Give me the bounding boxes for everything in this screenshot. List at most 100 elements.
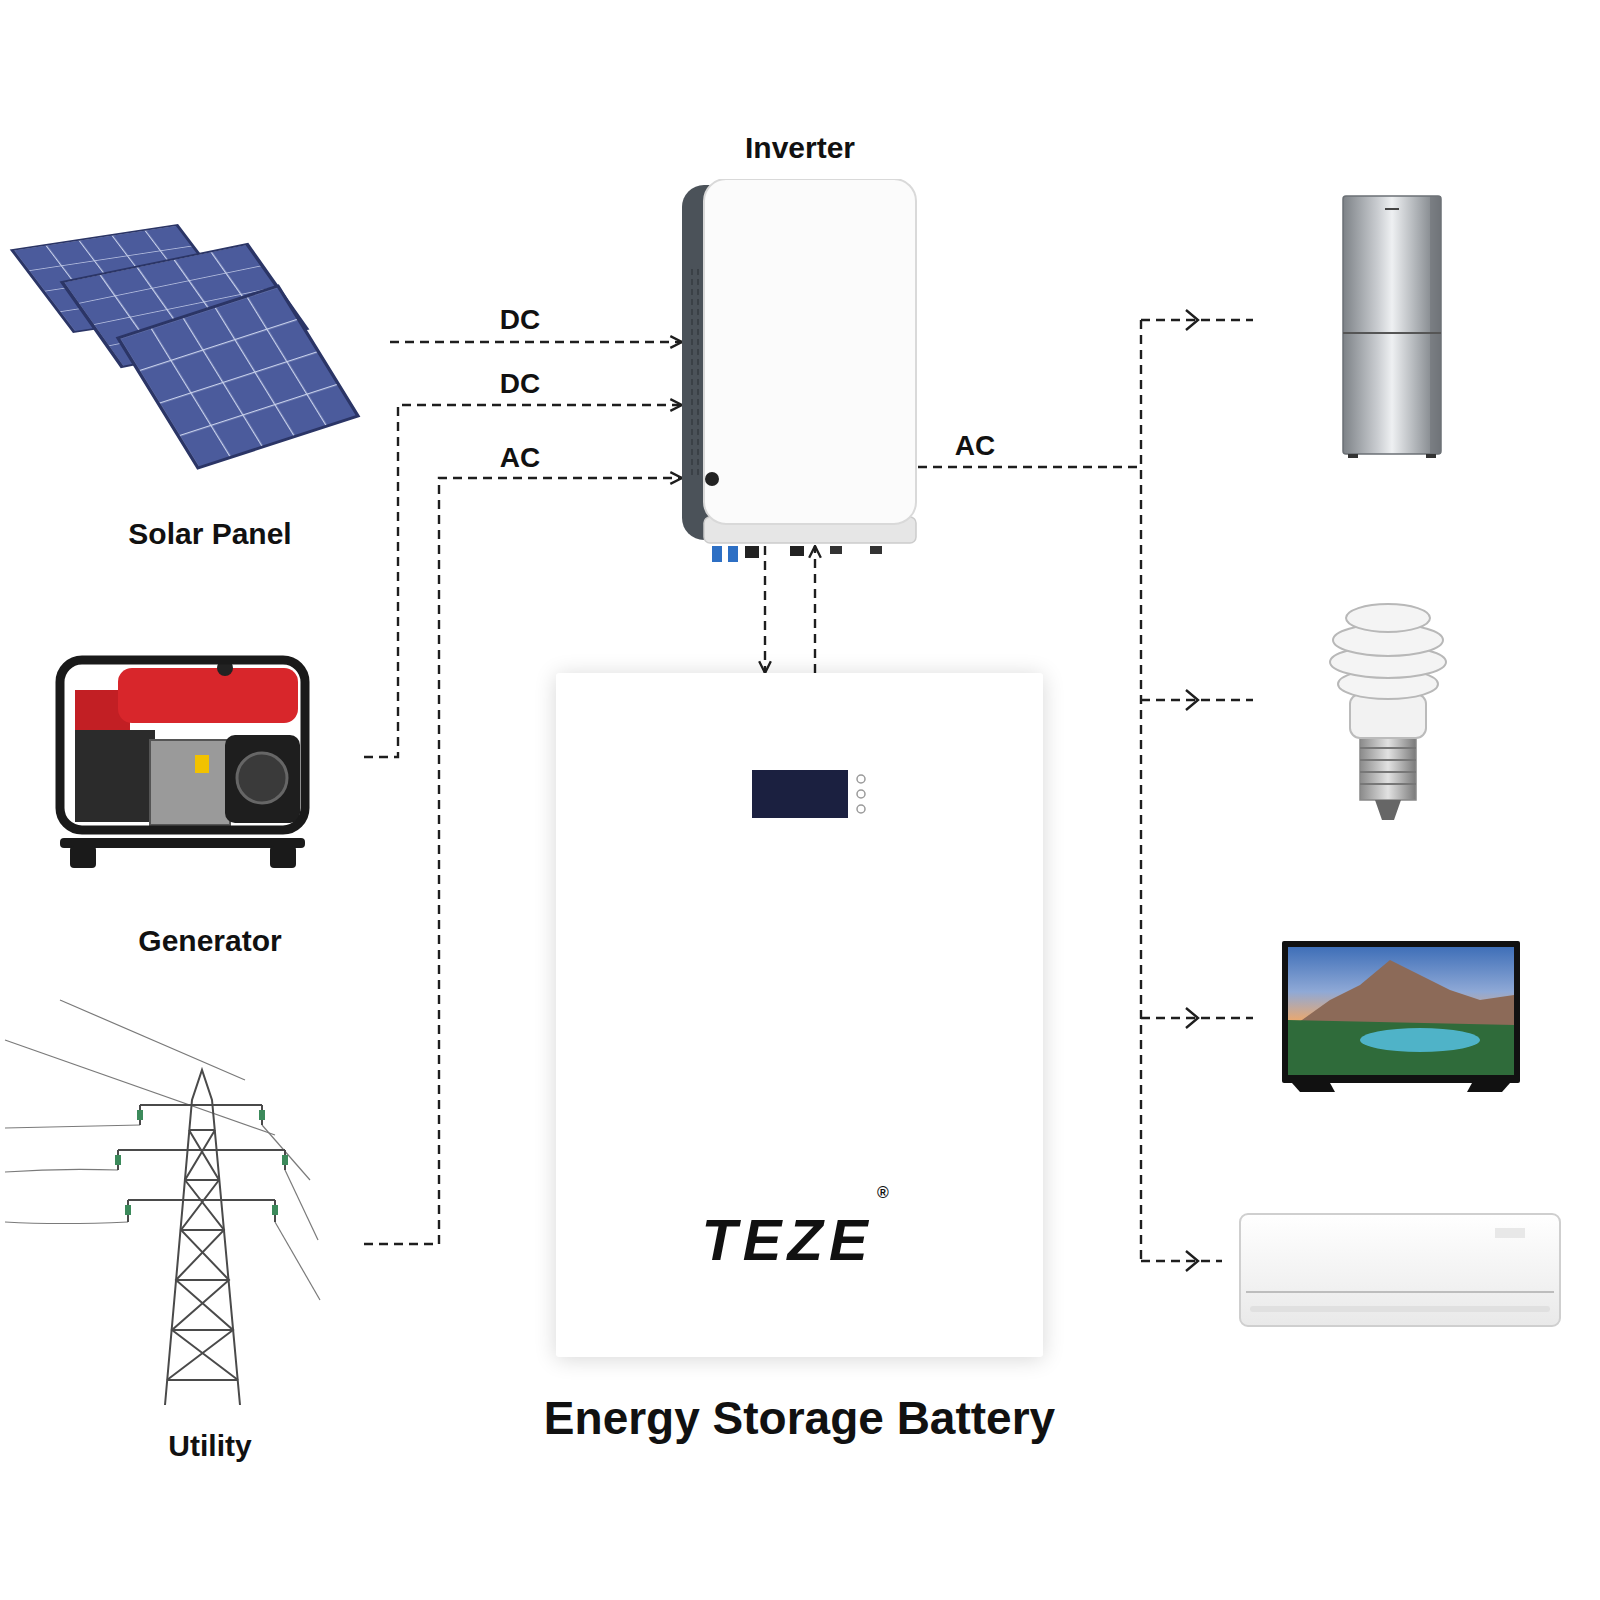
battery-caption: Energy Storage Battery — [544, 1391, 1055, 1445]
bulb-icon-part — [1350, 694, 1426, 738]
power-pylon-part — [5, 1000, 320, 1300]
fridge-icon-part — [1426, 454, 1436, 458]
fridge-icon — [1343, 196, 1441, 458]
battery-panel-part — [857, 805, 865, 813]
inverter-ports-part — [830, 546, 842, 554]
generator-illustration-part — [60, 660, 305, 830]
generator-illustration-part — [237, 753, 287, 803]
air-conditioner-icon-part — [1250, 1306, 1550, 1312]
air-conditioner-icon-part — [1240, 1214, 1560, 1326]
power-pylon-part-part — [60, 1000, 245, 1080]
inverter-ports — [712, 546, 882, 562]
tv-icon-part — [1282, 941, 1520, 1083]
power-pylon-part — [118, 1070, 285, 1405]
battery-node: TEZEEnergy Storage Battery — [556, 673, 1043, 1357]
generator-illustration — [60, 660, 305, 868]
power-pylon-part-part — [172, 1130, 238, 1380]
output-ac-label-holder: AC — [951, 431, 999, 462]
dashed-connector — [764, 546, 766, 673]
power-pylon-part-part — [282, 1155, 288, 1165]
inverter-body — [682, 179, 918, 546]
fridge-icon-part — [1348, 454, 1358, 458]
generator-node: Generator — [40, 640, 364, 960]
battery-panel-part — [857, 790, 865, 798]
air-conditioner-icon — [1240, 1214, 1560, 1326]
power-pylon-part-part — [165, 1070, 240, 1405]
edge-label-holder: AC — [496, 443, 544, 474]
power-pylon — [5, 1000, 320, 1405]
fridge-icon-part — [1343, 196, 1441, 454]
solar-panels-part — [118, 286, 358, 468]
node-label: Generator — [138, 924, 281, 958]
power-pylon-part-part — [118, 1105, 285, 1222]
power-pylon-part-part — [137, 1110, 143, 1120]
power-pylon-part-part — [115, 1155, 121, 1165]
tv-icon-part — [1292, 1083, 1335, 1092]
power-pylon-part-part — [5, 1222, 128, 1224]
fridge-icon-part — [1430, 196, 1441, 454]
power-pylon-part — [115, 1110, 288, 1215]
node-title: Inverter — [745, 131, 855, 165]
inverter-node: Inverter — [682, 179, 918, 546]
output-ac-label: AC — [951, 431, 999, 462]
generator-illustration-part — [225, 735, 300, 823]
power-pylon-part-part — [259, 1110, 265, 1120]
bulb-icon-part — [1346, 604, 1430, 632]
utility-node: Utility — [20, 1005, 364, 1465]
bulb-icon-part — [1360, 748, 1416, 784]
inverter-ports-part — [712, 546, 722, 562]
power-pylon-part-part — [275, 1222, 320, 1300]
dashed-connector — [390, 341, 682, 343]
power-pylon-part-part — [118, 1105, 285, 1200]
bulb-icon-part — [1375, 800, 1401, 820]
power-pylon-part-part — [5, 1169, 118, 1172]
solar-panel-node: Solar Panel — [10, 215, 390, 560]
generator-illustration-part — [75, 730, 155, 822]
power-pylon-part-part — [272, 1205, 278, 1215]
air-conditioner-icon-part — [1246, 1291, 1554, 1293]
inverter-body-part — [705, 472, 719, 486]
bulb-icon — [1330, 604, 1446, 820]
power-pylon-part-part — [5, 1125, 140, 1128]
edge-label: DC — [496, 305, 544, 336]
air-conditioner-icon-part — [1495, 1228, 1525, 1238]
tv-icon-part — [1360, 1028, 1480, 1052]
inverter-ports-part — [870, 546, 882, 554]
inverter-body-part — [692, 269, 698, 479]
dashed-connector — [814, 546, 816, 673]
ac-output-wiring-part — [1186, 310, 1198, 1271]
fridge-icon-part — [1385, 208, 1399, 210]
tv-icon-part — [1288, 1020, 1514, 1075]
inverter-ports-part — [728, 546, 738, 562]
battery-panel-part — [857, 775, 865, 783]
fridge-icon-part — [1343, 332, 1441, 334]
power-pylon-part-part — [167, 1130, 238, 1380]
power-pylon-part-part — [167, 1130, 233, 1380]
brand-logo: TEZE — [701, 1207, 873, 1273]
generator-illustration-part — [270, 846, 296, 868]
inverter-ports-part — [790, 546, 804, 556]
bulb-icon-part — [1360, 736, 1416, 800]
inverter-body-part — [704, 179, 916, 524]
edge-label: AC — [496, 443, 544, 474]
battery-panel-part — [752, 770, 848, 818]
edge-label-holder: DC — [496, 305, 544, 336]
edge-label: DC — [496, 369, 544, 400]
generator-illustration-part — [150, 740, 230, 825]
generator-illustration-part — [118, 668, 298, 723]
solar-panels — [12, 225, 358, 468]
node-label: Solar Panel — [128, 517, 291, 551]
power-pylon-part-part — [285, 1170, 318, 1240]
generator-illustration-part — [195, 755, 209, 773]
generator-illustration-part — [60, 838, 305, 848]
inverter-ports-part — [745, 546, 759, 558]
tv-icon — [1282, 941, 1520, 1092]
tv-icon-part — [1288, 947, 1514, 1075]
tv-icon-part — [1467, 1083, 1510, 1092]
node-label: Utility — [168, 1429, 251, 1463]
power-pylon-part-part — [125, 1205, 131, 1215]
generator-illustration-part — [70, 846, 96, 868]
edge-label-holder: DC — [496, 369, 544, 400]
